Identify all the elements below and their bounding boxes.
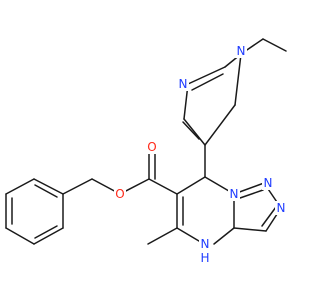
atom-label-n-triazole-bridge: N	[230, 187, 239, 201]
triazole-bond-4	[233, 227, 267, 232]
pyrazole-bond-6-double	[191, 73, 224, 91]
atom-label-nh-h: H	[200, 251, 209, 265]
benzene-double-1	[34, 184, 58, 198]
label-bg-n-triazole-bridge	[228, 187, 240, 201]
atom-label-n-pyrazole-methyl: N	[237, 44, 246, 58]
label-bg-n-pyrazole-methyl	[235, 44, 247, 58]
atom-label-o-ester: O	[115, 187, 124, 201]
pyrazole-bond-4	[183, 118, 206, 146]
pyrazole-bond-4-double	[182, 121, 200, 140]
benzene-bond-2	[5, 178, 35, 195]
label-bg-n-triazole-top	[262, 176, 274, 190]
label-bg-o-ester	[114, 187, 126, 201]
benzyl-ch2-bond	[62, 178, 93, 195]
label-bg-nh	[199, 237, 211, 251]
label-bg-n-triazole-right	[275, 201, 287, 215]
atom-label-layer: N N O O N N N N H	[114, 44, 287, 265]
methyl-bond	[147, 227, 178, 245]
atom-label-o-carbonyl: O	[147, 140, 156, 154]
benzene-bond-5	[33, 227, 64, 245]
label-bg-o-carbonyl	[146, 140, 158, 154]
atom-label-n-pyrazole-ring: N	[179, 77, 188, 91]
ester-bond-1	[148, 178, 178, 195]
label-bg-n-pyrazole-ring	[177, 77, 189, 91]
ethyl-bond-2	[262, 38, 287, 52]
bond-layer	[5, 38, 287, 245]
benzene-double-3	[34, 225, 58, 239]
benzene-bond-1	[33, 178, 64, 195]
atom-label-nh: N	[201, 237, 210, 251]
molecule-structure: N N O O N N N N H	[5, 38, 287, 265]
triazole-bond-3-double	[261, 206, 277, 227]
triazole-bond-1-double	[239, 189, 264, 199]
pyrazole-bond-2	[234, 53, 242, 106]
label-bg-nh-h	[199, 251, 211, 265]
pyrazole-bond-3	[204, 104, 236, 146]
pyrazole-bond-6	[187, 66, 226, 85]
ring-bond-1	[176, 176, 206, 195]
atom-label-n-triazole-right: N	[277, 201, 286, 215]
atom-label-n-triazole-top: N	[264, 176, 273, 190]
ring-bond-4	[213, 227, 235, 245]
benzene-bond-4	[5, 227, 35, 245]
